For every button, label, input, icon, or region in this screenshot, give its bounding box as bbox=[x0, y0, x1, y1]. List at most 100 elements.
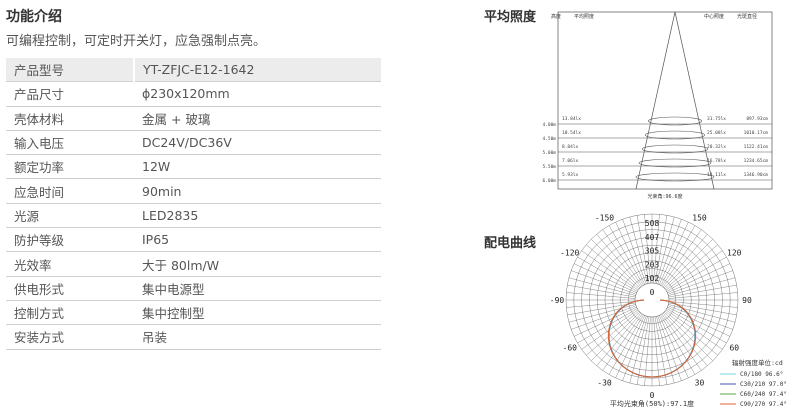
beam-ellipse bbox=[648, 116, 702, 126]
section-title: 功能介绍 bbox=[6, 9, 62, 25]
spec-value: 集中控制型 bbox=[134, 300, 381, 326]
row-center: 31.75lx bbox=[707, 116, 726, 122]
diagram-frame bbox=[557, 11, 773, 190]
beam-ellipse bbox=[644, 130, 706, 140]
spec-row: 控制方式集中控制型 bbox=[6, 300, 381, 326]
spec-value: ϕ230x120mm bbox=[134, 81, 381, 107]
spec-value: 大于 80lm/W bbox=[134, 251, 381, 277]
spec-label: 产品型号 bbox=[6, 58, 135, 83]
spec-row: 供电形式集中电源型 bbox=[6, 276, 381, 301]
angle-label: -120 bbox=[560, 249, 579, 258]
row-height: 4.50m bbox=[542, 136, 556, 142]
row-height: 5.00m bbox=[542, 150, 556, 156]
grid-ring bbox=[628, 276, 676, 324]
spec-value: 90min bbox=[134, 178, 381, 204]
row-center: 14.11lx bbox=[707, 172, 726, 178]
angle-label: -90 bbox=[550, 296, 565, 305]
intensity-curve-3 bbox=[607, 299, 697, 378]
row-height: 4.00m bbox=[542, 122, 556, 128]
beam-caption: 平均光束角(50%):97.1度 bbox=[610, 399, 694, 407]
legend-label: C60/240 97.4° bbox=[740, 391, 787, 398]
unit-label: 辐射强度单位:cd bbox=[732, 358, 783, 367]
spec-row: 光效率大于 80lm/W bbox=[6, 251, 381, 277]
spec-value: 12W bbox=[134, 154, 381, 180]
radial-tick: 0 bbox=[650, 288, 655, 297]
center-hole bbox=[634, 282, 670, 318]
row-diameter: 1346.90cm bbox=[744, 172, 769, 178]
legend-label: C90/270 97.4° bbox=[740, 401, 787, 407]
beam-ellipse bbox=[638, 158, 712, 168]
spec-value: 金属 + 玻璃 bbox=[134, 106, 381, 131]
row-avg: 5.93lx bbox=[562, 172, 579, 178]
angle-label: 0 bbox=[650, 391, 655, 400]
row-center: 25.08lx bbox=[707, 130, 726, 136]
grid-ring bbox=[604, 252, 700, 348]
spec-label: 控制方式 bbox=[6, 300, 134, 326]
spec-value: 集中电源型 bbox=[134, 276, 381, 301]
angle-label: 30 bbox=[695, 378, 705, 387]
spec-row: 安装方式吊装 bbox=[6, 324, 381, 350]
spec-label: 壳体材料 bbox=[6, 106, 134, 131]
angle-label: -60 bbox=[563, 344, 578, 353]
beam-ellipse bbox=[635, 172, 715, 182]
spec-label: 光源 bbox=[6, 203, 134, 229]
spec-label: 安装方式 bbox=[6, 324, 134, 350]
angle-label: 90 bbox=[742, 296, 752, 305]
feature-description: 可编程控制，可定时开关灯，应急强制点亮。 bbox=[6, 34, 267, 49]
row-avg: 10.54lx bbox=[562, 130, 581, 136]
beam-ellipse bbox=[641, 144, 709, 154]
legend-label: C30/210 97.0° bbox=[740, 381, 787, 388]
grid-ring bbox=[620, 268, 684, 332]
grid-ring bbox=[597, 245, 707, 355]
angle-label: -150 bbox=[595, 214, 614, 223]
header-height: 高度 bbox=[551, 13, 561, 20]
spec-value: YT-ZFJC-E12-1642 bbox=[134, 58, 381, 83]
row-avg: 13.84lx bbox=[562, 116, 581, 122]
row-center: 20.32lx bbox=[707, 144, 726, 150]
spec-value: LED2835 bbox=[134, 203, 381, 229]
row-height: 5.50m bbox=[542, 164, 556, 170]
angle-label: 120 bbox=[727, 249, 742, 258]
spec-label: 防护等级 bbox=[6, 227, 134, 253]
spec-label: 光效率 bbox=[6, 251, 134, 277]
grid-ring bbox=[573, 221, 731, 379]
spec-label: 应急时间 bbox=[6, 178, 134, 204]
polar-title: 配电曲线 bbox=[484, 236, 537, 251]
legend-label: C0/180 96.6° bbox=[740, 371, 783, 378]
grid-ring bbox=[612, 260, 692, 340]
row-avg: 8.84lx bbox=[562, 144, 579, 150]
row-height: 6.00m bbox=[542, 178, 556, 184]
beam-angle: 光束角:96.6度 bbox=[647, 193, 682, 200]
row-diameter: 1122.41cm bbox=[744, 144, 769, 150]
angle-label: 60 bbox=[729, 344, 739, 353]
radial-tick: 203 bbox=[645, 260, 660, 269]
row-diameter: 897.93cm bbox=[746, 116, 768, 122]
radial-tick: 305 bbox=[645, 247, 660, 256]
spec-row: 壳体材料金属 + 玻璃 bbox=[6, 106, 381, 131]
spec-value: IP65 bbox=[134, 227, 381, 253]
cone-edge-left bbox=[635, 11, 676, 190]
illuminance-title: 平均照度 bbox=[484, 10, 537, 25]
radial-tick: 508 bbox=[645, 219, 660, 228]
radial-tick: 407 bbox=[645, 233, 660, 242]
angle-label: -30 bbox=[597, 378, 612, 387]
header-avg: 平均照度 bbox=[574, 13, 594, 20]
grid-ring bbox=[589, 237, 715, 363]
header-diameter: 光斑直径 bbox=[737, 13, 757, 20]
row-center: 16.78lx bbox=[707, 158, 726, 164]
spec-label: 额定功率 bbox=[6, 154, 134, 180]
spec-value: DC24V/DC36V bbox=[134, 130, 381, 156]
cone-edge-right bbox=[674, 11, 715, 190]
row-diameter: 1234.65cm bbox=[744, 158, 769, 164]
row-diameter: 1010.17cm bbox=[744, 130, 769, 136]
grid-ring bbox=[581, 229, 723, 371]
